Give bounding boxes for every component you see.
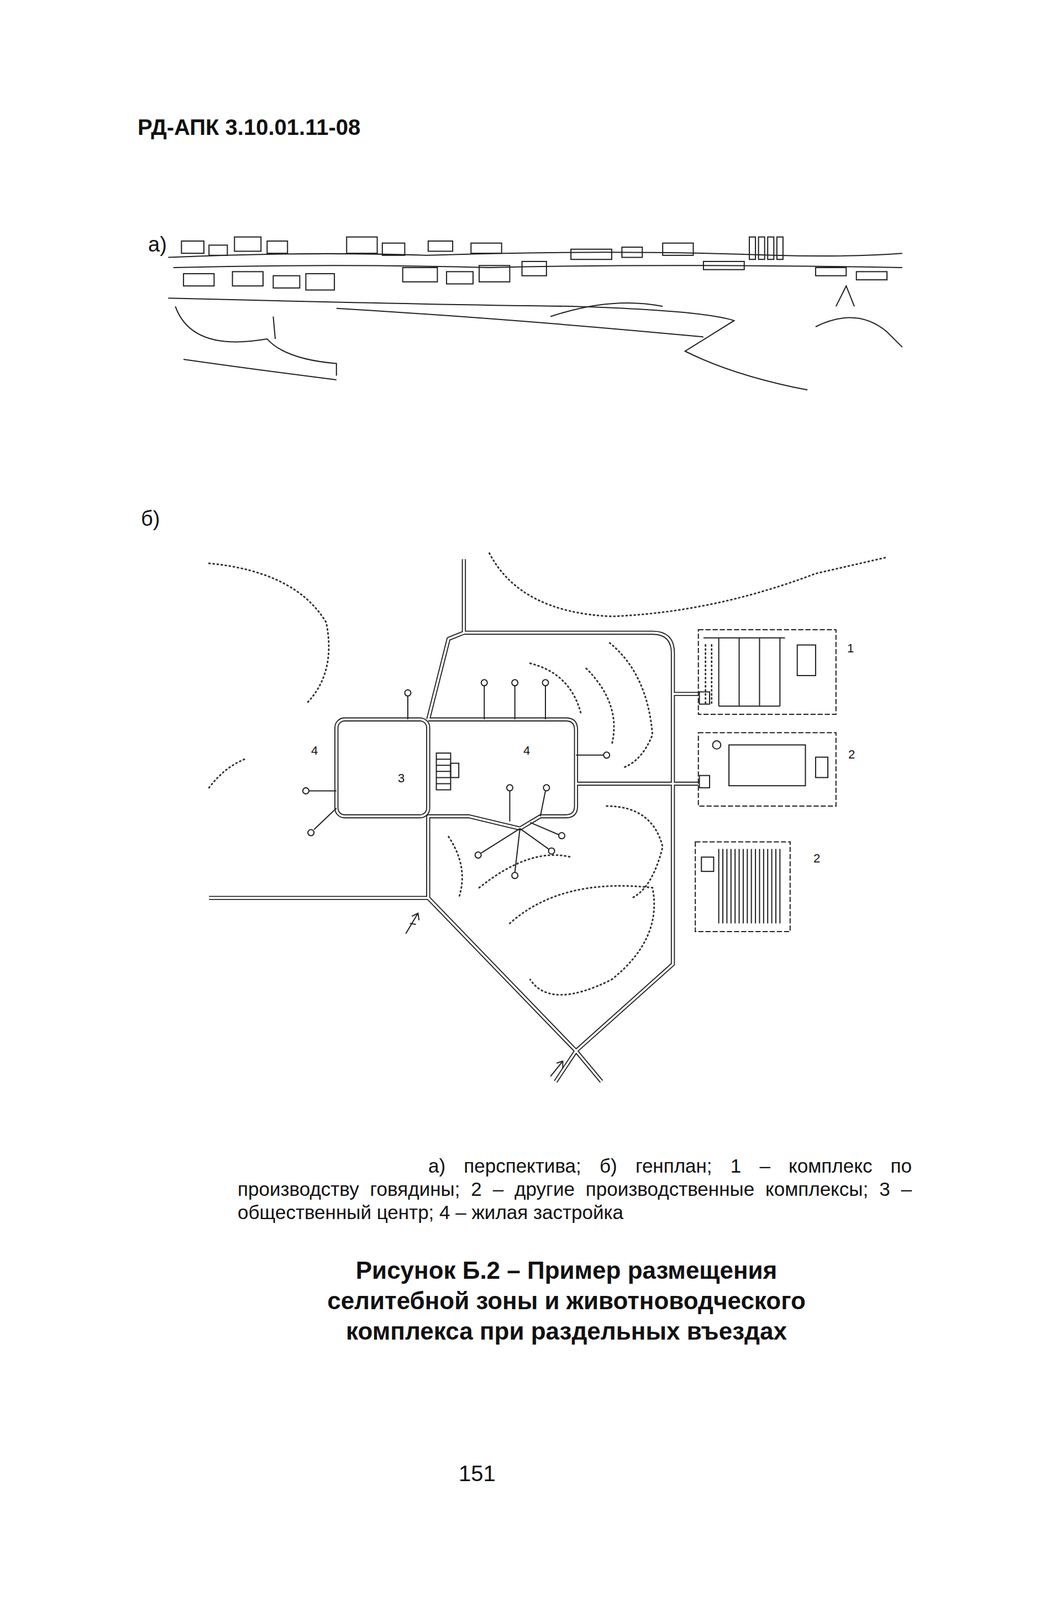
document-code: РД-АПК 3.10.01.11-08 <box>137 114 361 140</box>
perspective-sketch <box>167 237 902 391</box>
panel-letter: а) <box>148 232 167 257</box>
figure-title: Рисунок Б.2 – Пример размещения селитебн… <box>287 1254 846 1346</box>
figure-caption: а) перспектива; б) генплан; 1 – комплекс… <box>237 1153 912 1224</box>
page-number: 151 <box>458 1460 496 1486</box>
callout-number: 4 <box>522 743 532 758</box>
panel-letter: б) <box>140 506 160 532</box>
callout-number: 1 <box>846 641 855 655</box>
callout-number: 4 <box>310 743 319 758</box>
callout-number: 2 <box>847 747 857 761</box>
site-plan <box>208 553 887 1082</box>
callout-number: 3 <box>396 770 406 785</box>
callout-number: 2 <box>812 851 822 865</box>
